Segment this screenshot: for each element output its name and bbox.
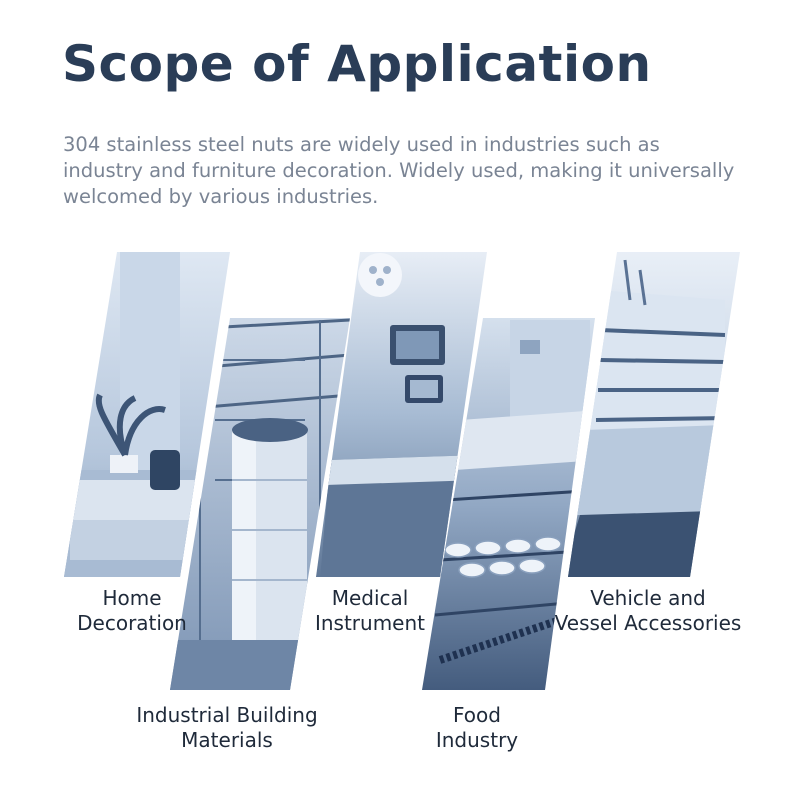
label-medical-instrument: Medical Instrument — [300, 586, 440, 636]
label-line: Home — [102, 586, 162, 610]
label-line: Decoration — [77, 611, 187, 635]
label-line: Industrial Building — [136, 703, 318, 727]
label-line: Industry — [435, 728, 519, 752]
label-line: Instrument — [314, 611, 426, 635]
page-title: Scope of Application — [62, 35, 652, 93]
label-food-industry: Food Industry — [417, 703, 537, 753]
intro-line: industry and furniture decoration. Widel… — [63, 159, 735, 182]
intro-line: 304 stainless steel nuts are widely used… — [63, 133, 660, 156]
home-decoration-photo — [64, 252, 230, 577]
label-line: Medical — [331, 586, 409, 610]
industrial-building-photo — [170, 318, 350, 690]
label-line: Food — [453, 703, 501, 727]
label-vehicle-vessel-accessories: Vehicle and Vessel Accessories — [548, 586, 748, 636]
intro-line: welcomed by various industries. — [63, 185, 379, 208]
label-industrial-building-materials: Industrial Building Materials — [127, 703, 327, 753]
intro-paragraph: 304 stainless steel nuts are widely used… — [63, 132, 763, 210]
label-home-decoration: Home Decoration — [57, 586, 207, 636]
label-line: Vessel Accessories — [554, 611, 742, 635]
label-line: Materials — [181, 728, 273, 752]
label-line: Vehicle and — [590, 586, 706, 610]
vessel-photo — [568, 252, 740, 577]
